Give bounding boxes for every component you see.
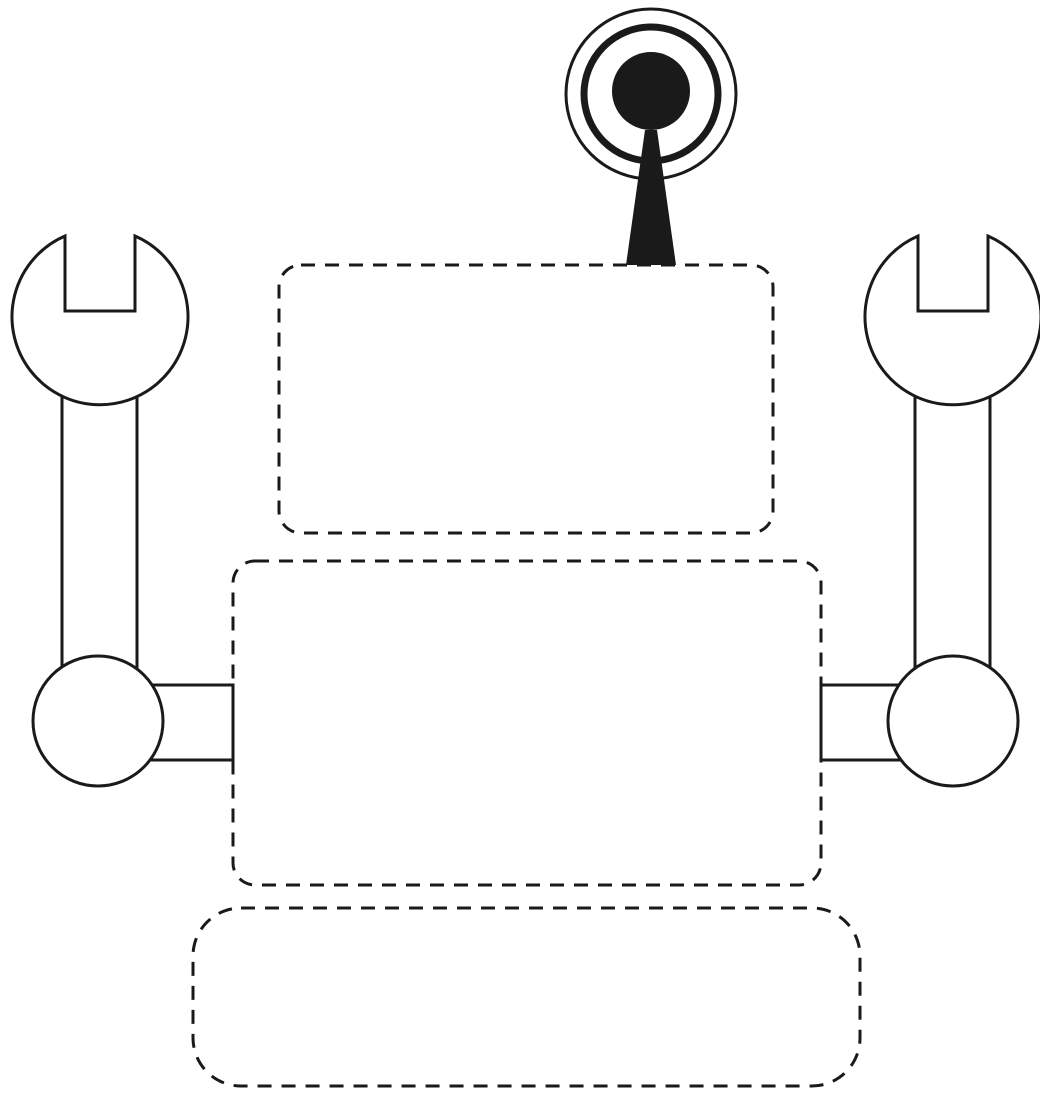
antenna-knob <box>612 52 690 130</box>
antenna-icon <box>564 7 738 265</box>
body-box <box>231 559 823 887</box>
antenna-mast <box>626 130 676 265</box>
left-shoulder-joint <box>31 654 165 788</box>
left-arm <box>10 233 235 788</box>
right-arm-shaft <box>913 368 992 682</box>
head-box <box>277 263 775 535</box>
base-box <box>191 906 862 1088</box>
right-shoulder-joint <box>886 654 1020 788</box>
right-arm <box>819 233 1040 788</box>
wrench-icon <box>863 233 1040 407</box>
left-arm-shaft <box>60 368 139 682</box>
wrench-icon <box>10 233 190 407</box>
